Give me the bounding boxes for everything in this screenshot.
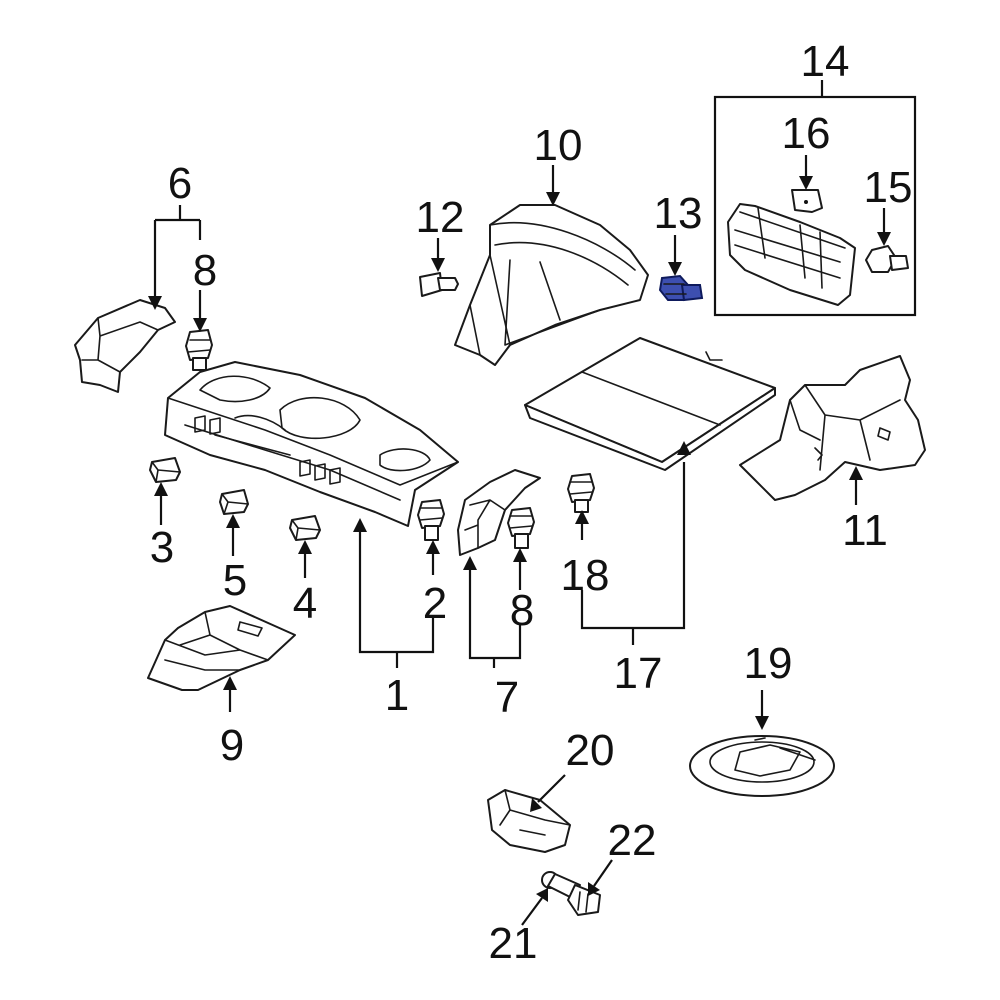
part-9-tray (147, 605, 296, 691)
callout-4: 4 (293, 579, 317, 628)
callout-14: 14 (801, 37, 850, 86)
box-14-assembly (713, 95, 917, 317)
part-11-side-panel (739, 355, 926, 501)
part-5-clip (219, 489, 249, 515)
part-7-bracket (457, 469, 541, 556)
callout-21: 21 (489, 919, 538, 968)
callout-labels: 6 8 10 12 13 14 16 15 3 5 4 2 8 18 11 1 … (150, 37, 913, 968)
callout-19: 19 (744, 639, 793, 688)
callout-16: 16 (782, 109, 831, 158)
callout-6: 6 (168, 159, 192, 208)
callout-8-upper: 8 (193, 246, 217, 295)
part-14-panel (727, 203, 856, 306)
part-2-fastener (417, 499, 445, 541)
part-8-fastener-upper (185, 329, 213, 371)
part-20-block (487, 789, 571, 853)
part-17-floor-board (524, 337, 776, 471)
callout-11: 11 (842, 506, 888, 555)
callout-3: 3 (150, 523, 174, 572)
callout-20: 20 (566, 726, 615, 775)
callout-10: 10 (534, 121, 583, 170)
part-16-clip (791, 189, 823, 213)
part-18-fastener (567, 473, 595, 513)
leader-lines (148, 80, 891, 926)
callout-7: 7 (495, 673, 519, 722)
part-8-fastener-lower (507, 507, 535, 549)
part-15-fastener (865, 245, 909, 273)
callout-22: 22 (608, 816, 657, 865)
part-19-tire-tray (689, 735, 835, 797)
part-12-pin (419, 272, 459, 297)
callout-13: 13 (654, 189, 703, 238)
callout-12: 12 (416, 193, 465, 242)
callout-9: 9 (220, 721, 244, 770)
part-1-rear-shelf (164, 361, 459, 527)
callout-5: 5 (223, 556, 247, 605)
callout-2: 2 (423, 579, 447, 628)
callout-15: 15 (864, 163, 913, 212)
callout-18: 18 (561, 551, 610, 600)
part-6-bracket (74, 299, 176, 393)
part-4-clip (289, 515, 321, 541)
part-13-fastener-highlighted (658, 274, 704, 302)
part-3-clip (149, 457, 181, 483)
part-10-wheelwell-cover (454, 204, 649, 366)
callout-17: 17 (614, 649, 663, 698)
callout-1: 1 (385, 671, 409, 720)
callout-8-lower: 8 (510, 586, 534, 635)
